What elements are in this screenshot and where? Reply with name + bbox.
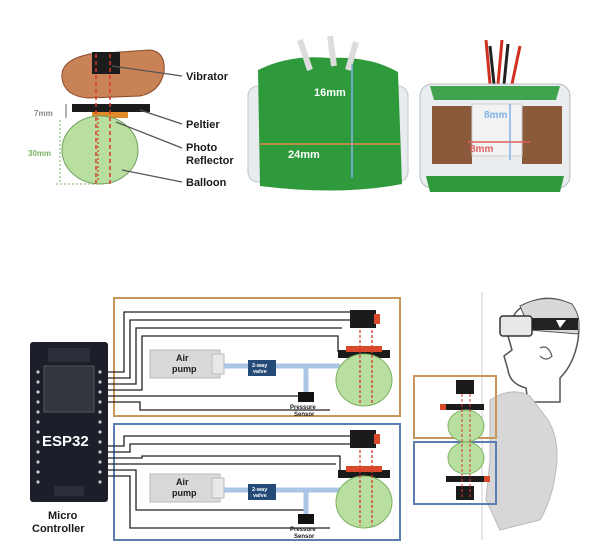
photo-label-1: Photo [186,142,217,154]
pressure-sensor-2-label-1: Pressure [290,527,316,533]
controller-caption-2: Controller [32,523,85,535]
actuator-module-2: Air pump 2-way valve Pressure Sensor [108,424,400,540]
balloon-2 [336,476,392,528]
air-pump-1-label-2: pump [172,364,197,374]
esp32-board: ESP32 [30,342,108,502]
pressure-sensor-2 [298,514,314,524]
valve-1-label-2: valve [253,369,267,375]
valve-2-label-2: valve [253,493,267,499]
user-illustration [414,292,579,540]
device-schematic: Vibrator Peltier Photo Reflector Balloon… [28,50,234,189]
inner-height-label: 8mm [484,110,507,121]
inner-width-label: 8mm [470,144,493,155]
actuator-module-1: Air pump 2-way valve Pressure Sensor [108,298,400,418]
peltier-height-label: 7mm [34,109,53,118]
pressure-sensor-1-label-1: Pressure [290,405,316,411]
air-pump-2-label-2: pump [172,488,197,498]
photo-label-2: Reflector [186,155,234,167]
wrapped-width-label: 24mm [288,149,320,161]
vibrator-label: Vibrator [186,71,229,83]
pressure-sensor-1-label-2: Sensor [294,412,315,418]
wrapped-height-label: 16mm [314,87,346,99]
balloon-1 [336,354,392,406]
air-pump-1-label-1: Air [176,353,189,363]
esp32-label: ESP32 [42,433,89,450]
peltier-plate [72,104,150,112]
hmd-icon [500,316,532,336]
controller-caption-1: Micro [48,510,78,522]
pressure-sensor-2-label-2: Sensor [294,534,315,540]
wrapped-device-photo: 16mm 24mm [248,36,408,191]
peltier-label: Peltier [186,119,220,131]
air-pump-2-label-1: Air [176,477,189,487]
balloon-height-label: 30mm [28,149,51,158]
inner-device-photo: 8mm 8mm [420,40,570,192]
vibrator-2 [350,430,376,448]
balloon-label: Balloon [186,177,227,189]
vibrator-1 [350,310,376,328]
pressure-sensor-1 [298,392,314,402]
